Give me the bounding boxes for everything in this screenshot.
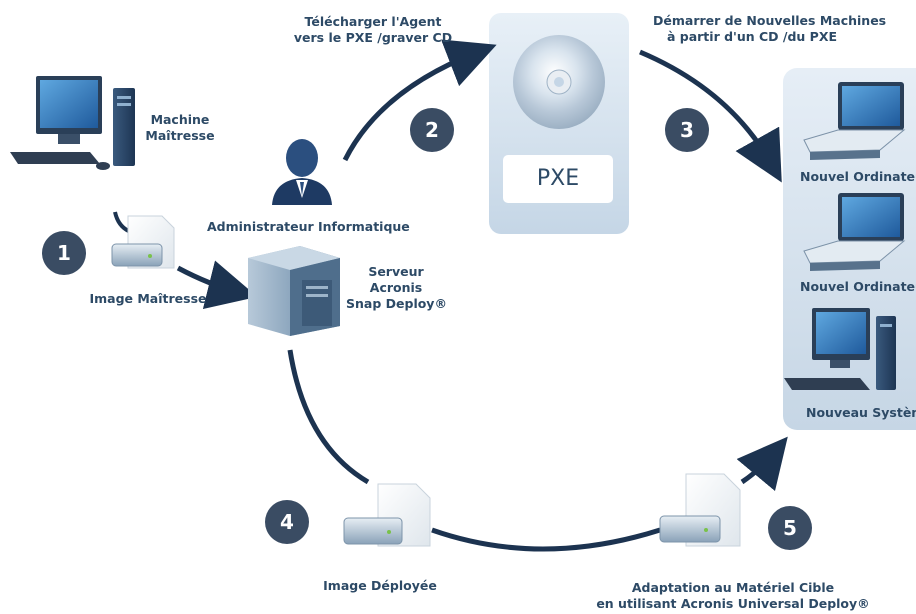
laptop-icon-2 bbox=[803, 193, 906, 271]
adaptation-image-icon bbox=[659, 473, 741, 547]
server-icon bbox=[248, 246, 340, 336]
arrow-boot-machines bbox=[639, 49, 782, 183]
deployed-image-icon bbox=[343, 483, 431, 547]
master-machine-icon bbox=[10, 76, 135, 170]
connector-deployed-to-adaptation bbox=[431, 527, 661, 552]
laptop-icon-1 bbox=[803, 82, 906, 160]
master-image-icon bbox=[111, 215, 175, 269]
new-computer-label-1: Nouvel Ordinateur bbox=[800, 169, 916, 184]
step-badge-2: 2 bbox=[410, 108, 454, 152]
connector-server-to-deployed bbox=[287, 349, 370, 485]
arrow-upload-agent bbox=[342, 39, 497, 162]
step-badge-1: 1 bbox=[42, 231, 86, 275]
new-computer-label-2: Nouvel Ordinateur bbox=[800, 279, 916, 294]
arrow-image-to-server bbox=[176, 260, 258, 309]
cd-icon bbox=[513, 35, 605, 129]
administrator-label: Administrateur Informatique bbox=[207, 219, 410, 234]
step-badge-3: 3 bbox=[665, 108, 709, 152]
master-machine-label: Machine Maîtresse bbox=[145, 112, 215, 143]
arrow-adaptation-to-machines bbox=[736, 436, 788, 492]
adaptation-label: Adaptation au Matériel Cible en utilisan… bbox=[596, 580, 870, 611]
upload-agent-label: Télécharger l'Agent vers le PXE /graver … bbox=[293, 14, 453, 45]
deployed-image-label: Image Déployée bbox=[323, 578, 437, 593]
boot-machines-label: Démarrer de Nouvelles Machines à partir … bbox=[653, 13, 887, 44]
step-badge-4: 4 bbox=[265, 500, 309, 544]
master-image-label: Image Maîtresse bbox=[89, 291, 207, 306]
server-label: Serveur Acronis Snap Deploy® bbox=[346, 264, 447, 311]
new-system-icon bbox=[784, 308, 896, 390]
new-system-label: Nouveau Système bbox=[806, 405, 916, 420]
step-badge-5: 5 bbox=[768, 506, 812, 550]
administrator-icon bbox=[272, 139, 332, 205]
pxe-label: PXE bbox=[503, 155, 613, 203]
